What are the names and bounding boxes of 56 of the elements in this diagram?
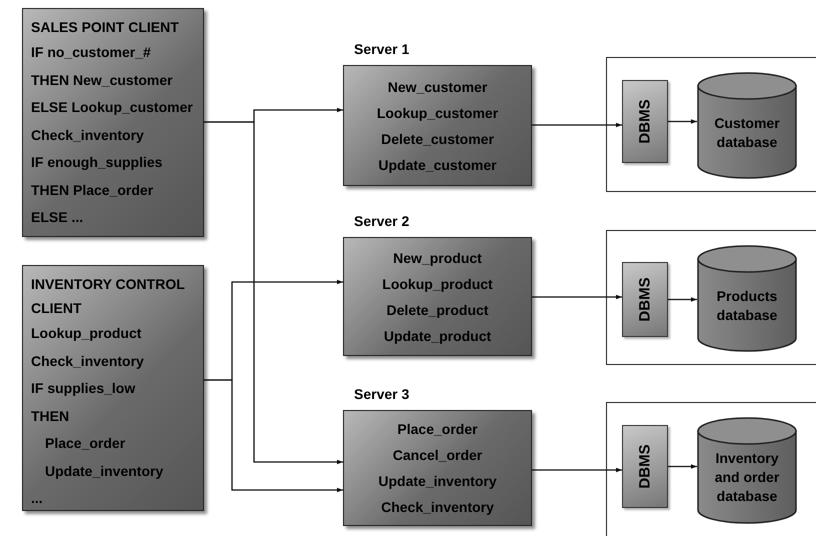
operation-name: Update_inventory — [378, 472, 497, 491]
arrow — [204, 379, 343, 492]
database-label: Products database — [716, 286, 778, 324]
database-server-frame — [606, 402, 816, 536]
code-line: Update_inventory — [44, 462, 164, 481]
server-title: Server 2 — [354, 212, 410, 231]
server-title: Server 1 — [354, 40, 410, 59]
code-line: ELSE ... — [31, 208, 84, 227]
code-line: IF enough_supplies — [31, 153, 164, 172]
database-label: Customer database — [713, 114, 781, 152]
code-line: THEN — [31, 406, 70, 426]
code-line: Check_inventory — [31, 352, 145, 371]
database-cylinder — [697, 245, 797, 352]
client-code-box — [22, 8, 204, 237]
database-label: Inventory and order database — [714, 449, 780, 506]
arrow — [668, 119, 697, 124]
arrow — [668, 464, 697, 469]
arrow — [668, 297, 697, 302]
operation-name: Check_inventory — [381, 498, 494, 517]
arrow — [532, 468, 622, 472]
operation-name: New_customer — [388, 78, 488, 96]
dbms-label: DBMS — [636, 99, 654, 144]
operation-name: Place_order — [397, 420, 478, 439]
code-line: THEN Place_order — [31, 180, 154, 200]
operation-name: Cancel_order — [392, 446, 482, 465]
dbms-label: DBMS — [636, 444, 654, 489]
code-line: IF supplies_low — [31, 379, 136, 398]
code-line: THEN New_customer — [31, 70, 174, 90]
code-line: Check_inventory — [31, 126, 145, 145]
database-server-frame — [606, 57, 816, 192]
operation-name: Delete_customer — [381, 130, 494, 148]
code-line: Place_order — [44, 434, 126, 453]
client-code-box — [22, 265, 204, 511]
database-server-frame — [606, 230, 816, 365]
operation-name: Update_product — [384, 326, 492, 346]
dbms-box — [622, 425, 668, 508]
arrow — [532, 294, 622, 300]
database-cylinder — [697, 72, 797, 179]
code-line: Lookup_product — [31, 324, 142, 343]
arrow — [204, 121, 343, 464]
operation-name: Lookup_customer — [376, 104, 498, 123]
client-heading: SALES POINT CLIENT — [31, 18, 180, 37]
arrow — [532, 122, 622, 128]
server-title: Server 3 — [354, 385, 410, 404]
dbms-box — [622, 80, 668, 163]
code-line: ELSE Lookup_customer — [31, 98, 194, 117]
code-line: ... — [31, 489, 44, 508]
operation-name: Delete_product — [386, 300, 488, 320]
database-cylinder — [697, 417, 797, 524]
operation-name: Update_customer — [378, 156, 497, 175]
operation-name: Lookup_product — [382, 274, 493, 294]
dbms-label: DBMS — [636, 277, 654, 322]
operation-name: New_product — [393, 248, 482, 268]
client-heading: INVENTORY CONTROL CLIENT — [31, 275, 186, 318]
dbms-box — [622, 262, 668, 337]
code-line: IF no_customer_# — [31, 43, 152, 62]
